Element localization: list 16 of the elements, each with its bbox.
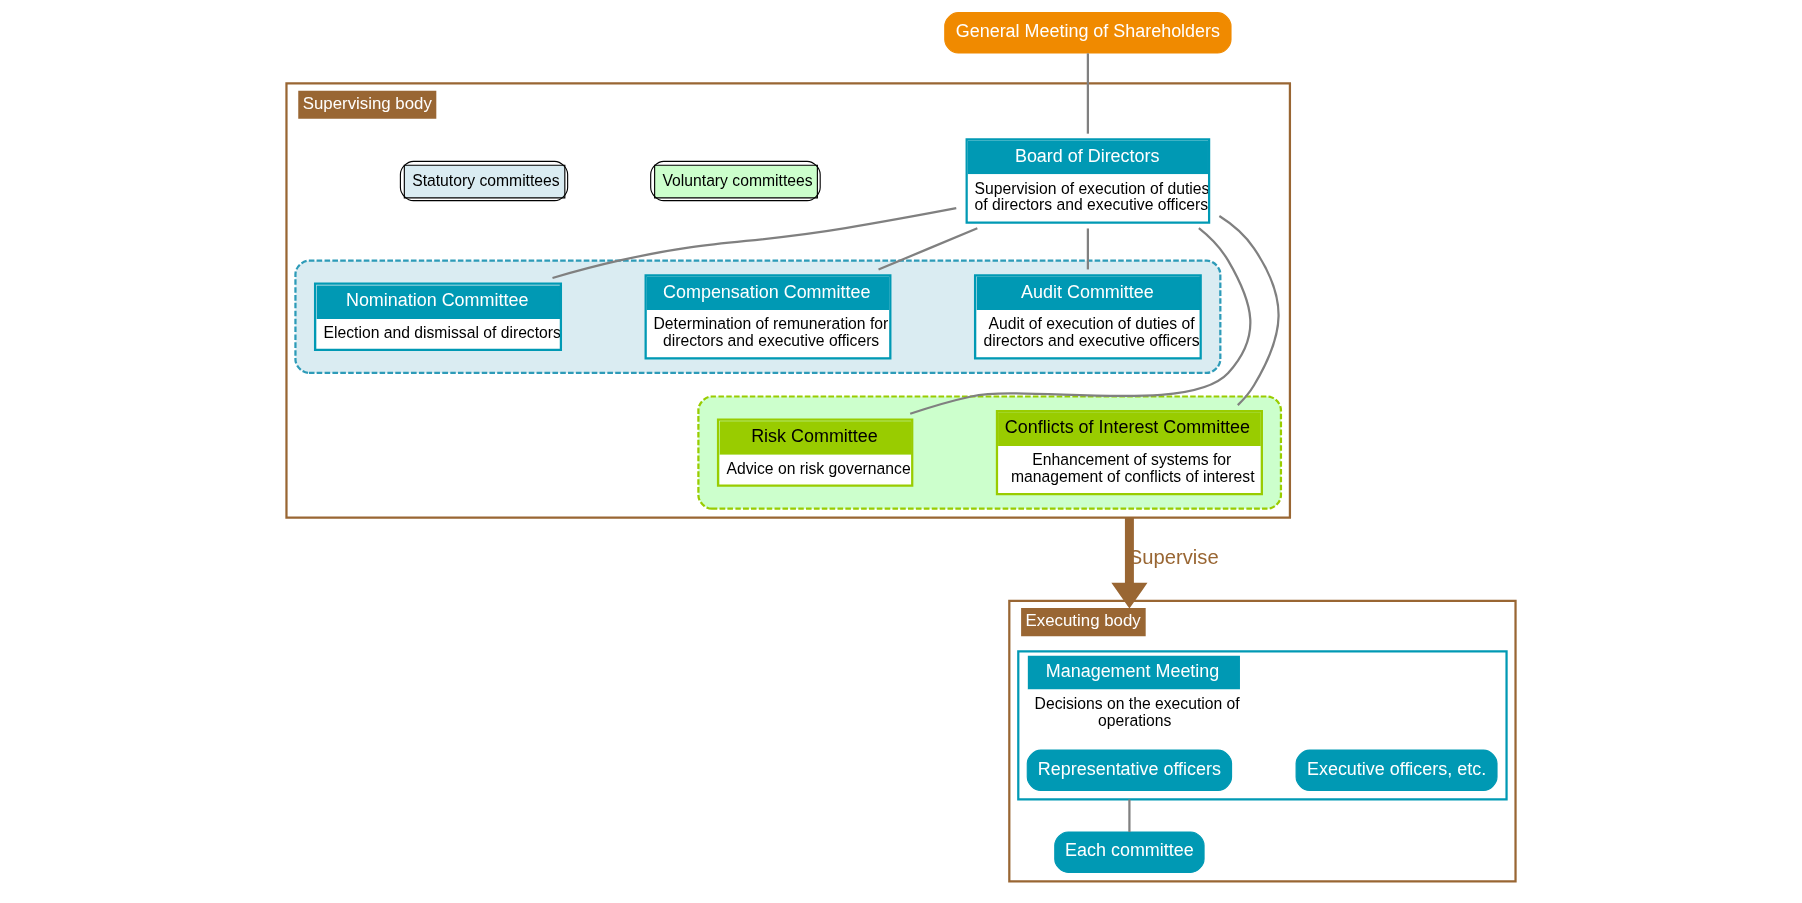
connector — [552, 207, 957, 280]
cluster — [294, 259, 1222, 375]
cluster — [697, 395, 1283, 510]
node-box: Each committee — [1054, 831, 1205, 873]
connector — [1218, 215, 1280, 406]
node-box: Executive officers, etc. — [1295, 749, 1498, 792]
connector — [1128, 799, 1131, 832]
legend-label: Voluntary committees — [662, 171, 813, 189]
connector — [878, 227, 978, 271]
connector — [1086, 228, 1089, 270]
node-box: Representative officers — [1026, 749, 1233, 792]
arrow — [1111, 517, 1148, 609]
connector — [909, 227, 1252, 415]
node-box: General Meeting of Shareholders — [944, 12, 1232, 54]
connector — [1086, 53, 1089, 134]
legend-label: Statutory committees — [412, 171, 560, 189]
